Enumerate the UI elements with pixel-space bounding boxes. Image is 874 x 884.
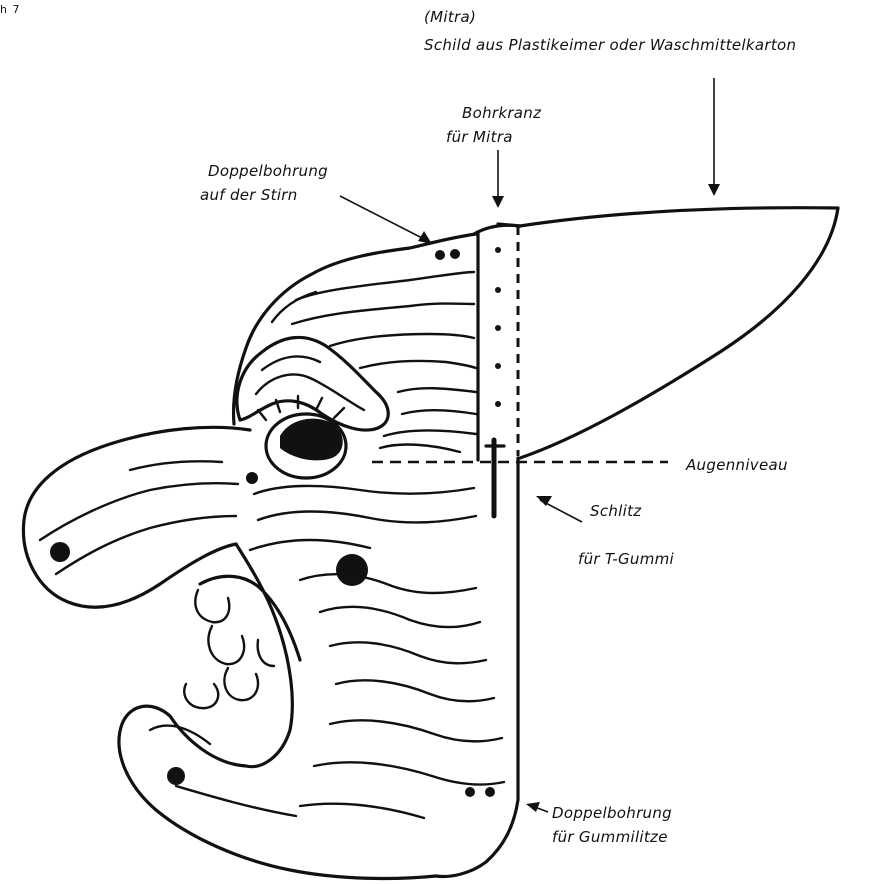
gummi-label-line1: Doppelbohrung bbox=[552, 802, 672, 824]
mitra-label-line1: (Mitra) bbox=[424, 6, 476, 28]
hair-strands bbox=[272, 272, 476, 436]
forehead-hole bbox=[450, 249, 460, 259]
cheek-wart bbox=[336, 554, 368, 586]
chin-fold bbox=[150, 726, 210, 744]
stirn-arrowhead bbox=[418, 231, 432, 244]
tooth bbox=[195, 590, 229, 622]
chin-fold bbox=[176, 786, 296, 816]
brow-detail bbox=[262, 356, 320, 370]
forehead-hole bbox=[435, 250, 445, 260]
stirn-label-line1: Doppelbohrung bbox=[208, 160, 328, 182]
bohrkranz-hole bbox=[495, 287, 501, 293]
tooth bbox=[258, 640, 274, 666]
bohrkranz-label-line2: für Mitra bbox=[446, 126, 513, 148]
mitra-shield-outline bbox=[498, 208, 838, 458]
stirn-arrow bbox=[340, 196, 426, 240]
brow-ridge bbox=[237, 337, 388, 430]
eye-pupil bbox=[280, 419, 343, 461]
nose-detail bbox=[130, 461, 222, 470]
gummi-arrowhead bbox=[526, 802, 540, 812]
bohrkranz-label-line1: Bohrkranz bbox=[462, 102, 541, 124]
mitra-label-line2: Schild aus Plastikeimer oder Waschmittel… bbox=[424, 34, 796, 56]
eye-lashes bbox=[258, 396, 344, 420]
head-outline bbox=[234, 234, 477, 424]
bohrkranz-strip-top bbox=[474, 225, 520, 234]
augenniveau-label: Augenniveau bbox=[686, 454, 788, 476]
bohrkranz-hole bbox=[495, 363, 501, 369]
gummilitze-hole bbox=[465, 787, 475, 797]
cheek-hole bbox=[246, 472, 258, 484]
gummi-label-line2: für Gummilitze bbox=[552, 826, 668, 848]
mitra-arrowhead bbox=[708, 184, 720, 196]
bohrkranz-hole bbox=[495, 401, 501, 407]
tooth bbox=[224, 668, 258, 700]
tooth bbox=[184, 684, 218, 708]
chin-wart bbox=[167, 767, 185, 785]
nose-wart bbox=[50, 542, 70, 562]
bohrkranz-hole bbox=[495, 325, 501, 331]
gummilitze-hole bbox=[485, 787, 495, 797]
schlitz-label-line2: für T-Gummi bbox=[578, 548, 674, 570]
stirn-label-line2: auf der Stirn bbox=[200, 184, 298, 206]
bohrkranz-hole bbox=[495, 247, 501, 253]
chin-outline bbox=[119, 706, 436, 878]
schlitz-label-line1: Schlitz bbox=[590, 500, 641, 522]
nose-detail bbox=[56, 516, 236, 574]
tooth bbox=[208, 626, 244, 664]
bohrkranz-arrowhead bbox=[492, 196, 504, 208]
